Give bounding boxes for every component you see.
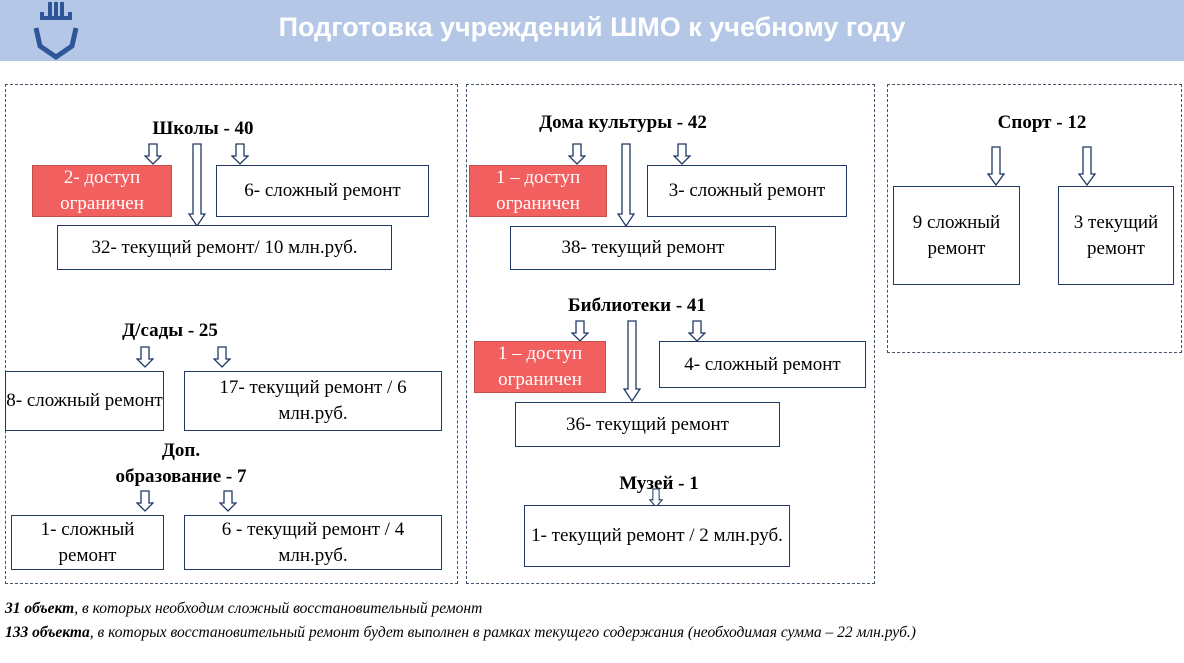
arrow-down-icon — [188, 143, 206, 227]
arrow-down-icon — [213, 346, 231, 368]
arrow-down-icon — [987, 146, 1005, 186]
logo-icon — [33, 2, 79, 60]
page-title: Подготовка учреждений ШМО к учебному год… — [278, 12, 906, 42]
footer-line-2-text: , в которых восстановительный ремонт буд… — [89, 624, 916, 641]
footer-line-1-count: 31 объект — [5, 600, 75, 617]
kindergartens-current-box: 17- текущий ремонт / 6 млн.руб. — [184, 371, 442, 431]
arrow-down-icon — [1078, 146, 1096, 186]
sport-heading: Спорт - 12 — [997, 112, 1087, 133]
museum-heading: Музей - 1 — [619, 473, 699, 494]
arrow-down-icon — [649, 488, 663, 508]
schools-complex-box: 6- сложный ремонт — [216, 165, 429, 217]
sport-current-box: 3 текущий ремонт — [1058, 186, 1174, 285]
education-panel — [5, 84, 458, 584]
extra-edu-complex-box: 1- сложный ремонт — [11, 515, 164, 570]
schools-heading: Школы - 40 — [152, 118, 254, 139]
arrow-down-icon — [136, 490, 154, 512]
sport-complex-box: 9 сложный ремонт — [893, 186, 1020, 285]
culture-current-box: 38- текущий ремонт — [510, 226, 776, 270]
arrow-down-icon — [568, 143, 586, 165]
libraries-restricted-box: 1 – доступ ограничен — [474, 341, 606, 393]
arrow-down-icon — [623, 320, 641, 402]
museum-current-box: 1- текущий ремонт / 2 млн.руб. — [524, 505, 790, 567]
footer-line-2-count: 133 объекта — [5, 624, 90, 641]
libraries-complex-box: 4- сложный ремонт — [659, 341, 866, 388]
arrow-down-icon — [231, 143, 249, 165]
schools-current-box: 32- текущий ремонт/ 10 млн.руб. — [57, 225, 392, 270]
arrow-down-icon — [688, 320, 706, 342]
arrow-down-icon — [219, 490, 237, 512]
header-bar: Подготовка учреждений ШМО к учебному год… — [0, 0, 1184, 61]
culture-panel — [466, 84, 875, 584]
libraries-heading: Библиотеки - 41 — [568, 295, 706, 316]
culture-heading: Дома культуры - 42 — [539, 112, 707, 133]
arrow-down-icon — [136, 346, 154, 368]
kindergartens-heading: Д/сады - 25 — [122, 320, 218, 341]
footer-line-1-text: , в которых необходим сложный восстанови… — [74, 600, 483, 617]
footer-line-2: 133 объекта, в которых восстановительный… — [5, 624, 916, 642]
arrow-down-icon — [571, 320, 589, 342]
kindergartens-complex-box: 8- сложный ремонт — [5, 371, 164, 431]
culture-restricted-box: 1 – доступ ограничен — [469, 165, 607, 217]
libraries-current-box: 36- текущий ремонт — [515, 402, 780, 447]
schools-restricted-box: 2- доступ ограничен — [32, 165, 172, 217]
footer-line-1: 31 объект, в которых необходим сложный в… — [5, 600, 482, 618]
extra-edu-heading-line1: Доп. — [161, 440, 201, 461]
extra-edu-current-box: 6 - текущий ремонт / 4 млн.руб. — [184, 515, 442, 570]
extra-edu-heading-line2: образование - 7 — [115, 466, 247, 487]
arrow-down-icon — [144, 143, 162, 165]
arrow-down-icon — [673, 143, 691, 165]
culture-complex-box: 3- сложный ремонт — [647, 165, 847, 217]
sport-panel — [887, 84, 1182, 353]
arrow-down-icon — [617, 143, 635, 227]
